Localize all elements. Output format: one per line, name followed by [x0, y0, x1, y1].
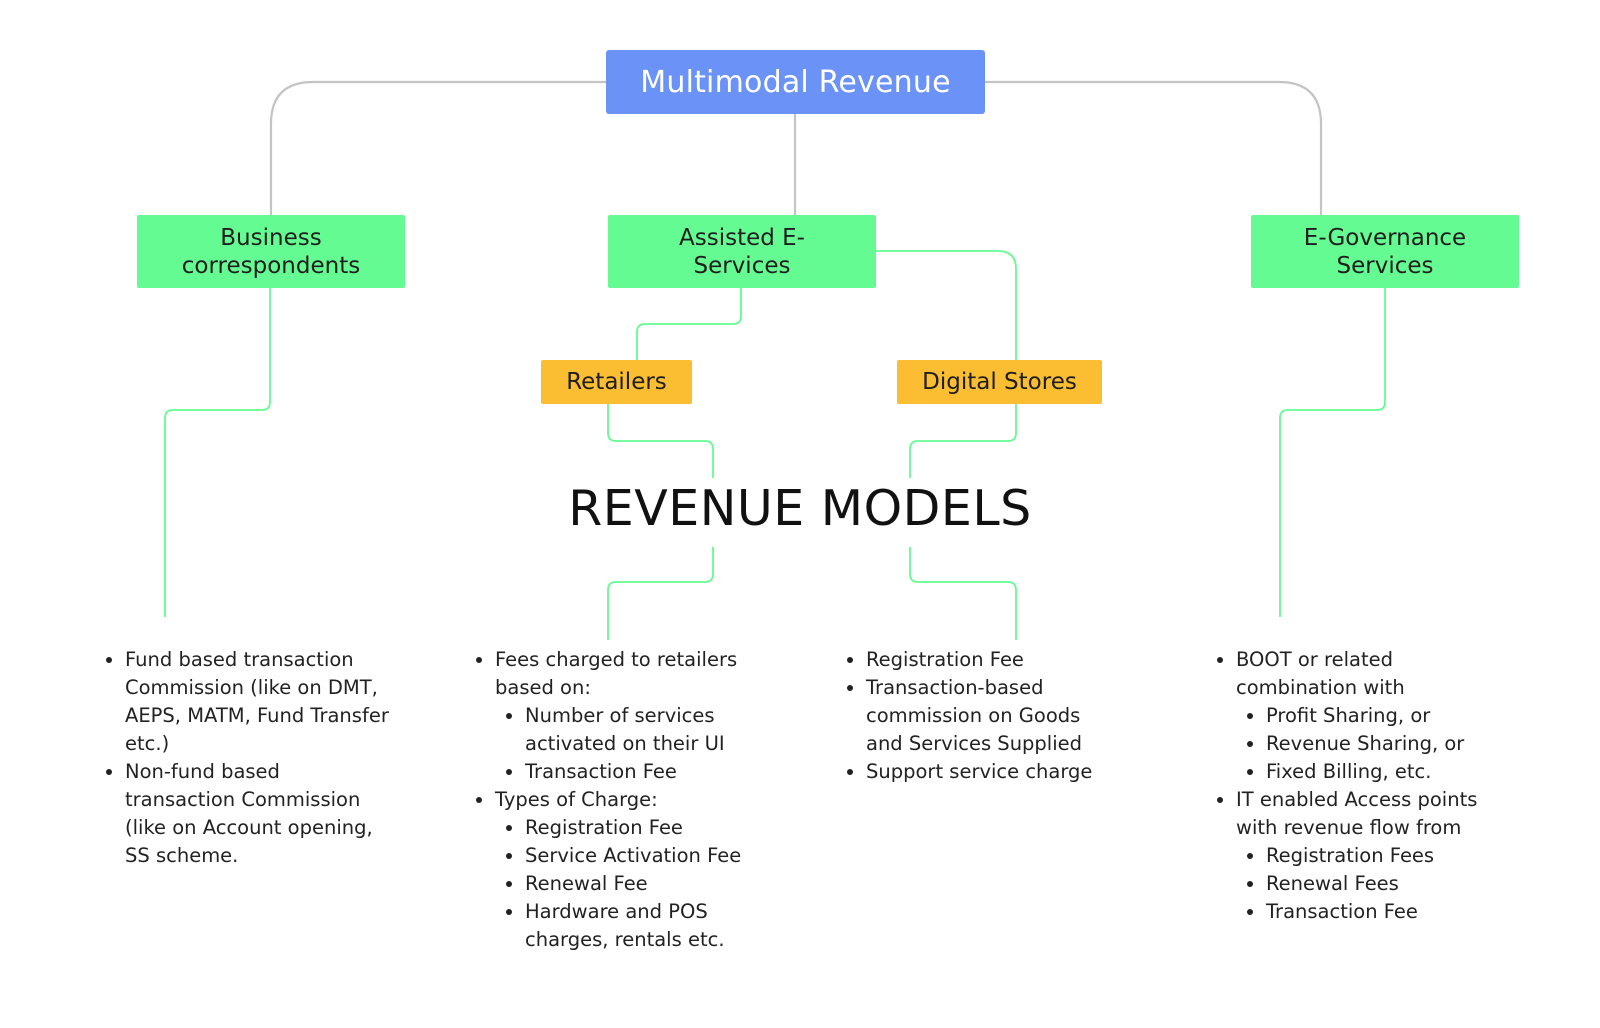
list-business-correspondents: Fund based transaction Commission (like … — [105, 646, 395, 870]
list-subitem: Service Activation Fee — [525, 842, 765, 870]
revenue-models-title: REVENUE MODELS — [568, 480, 1032, 537]
list-subitem: Registration Fee — [525, 814, 765, 842]
root-node-multimodal-revenue: Multimodal Revenue — [606, 50, 985, 114]
list-retailers: Fees charged to retailers based on: Numb… — [475, 646, 765, 954]
connector-assisted-to-digital — [876, 250, 1017, 360]
list-item: IT enabled Access points with revenue fl… — [1236, 786, 1516, 926]
sub-node-label: Retailers — [566, 369, 667, 395]
list-item: Non-fund based transaction Commission (l… — [125, 758, 395, 870]
sub-node-label: Digital Stores — [922, 369, 1077, 395]
list-item: Fees charged to retailers based on: Numb… — [495, 646, 765, 786]
sub-node-digital-stores: Digital Stores — [897, 360, 1102, 404]
list-subitem: Revenue Sharing, or — [1266, 730, 1516, 758]
category-label-line1: E-Governance — [1303, 224, 1467, 251]
list-e-governance: BOOT or related combination with Profit … — [1216, 646, 1516, 926]
list-item-text: BOOT or related combination with — [1236, 648, 1405, 699]
connector-root-to-egov — [985, 80, 1323, 215]
root-node-label: Multimodal Revenue — [640, 64, 951, 100]
list-subitem: Transaction Fee — [1266, 898, 1516, 926]
list-subitem: Renewal Fee — [525, 870, 765, 898]
connector-business-to-list — [164, 288, 271, 617]
list-item-text: Fees charged to retailers based on: — [495, 648, 738, 699]
category-label-line2: Services — [1336, 252, 1434, 279]
sub-node-retailers: Retailers — [541, 360, 692, 404]
list-subitem: Renewal Fees — [1266, 870, 1516, 898]
category-label-line1: Business — [220, 224, 322, 251]
list-digital-stores: Registration Fee Transaction-based commi… — [846, 646, 1116, 786]
connector-retailers-to-center — [607, 404, 714, 478]
list-item: Transaction-based commission on Goods an… — [866, 674, 1116, 758]
list-subitem: Fixed Billing, etc. — [1266, 758, 1516, 786]
list-subitem: Registration Fees — [1266, 842, 1516, 870]
category-node-e-governance-services: E-Governance Services — [1251, 215, 1519, 288]
category-node-business-correspondents: Business correspondents — [137, 215, 405, 288]
list-item: Fund based transaction Commission (like … — [125, 646, 395, 758]
connector-root-to-business — [269, 80, 606, 215]
list-subitem: Profit Sharing, or — [1266, 702, 1516, 730]
connector-center-to-digital-list — [909, 547, 1017, 640]
category-label-line2: correspondents — [181, 252, 361, 279]
list-item: Types of Charge: Registration Fee Servic… — [495, 786, 765, 954]
list-item: Registration Fee — [866, 646, 1116, 674]
connector-center-to-retailers-list — [607, 547, 714, 640]
connector-egov-to-list — [1279, 288, 1386, 617]
list-item: BOOT or related combination with Profit … — [1236, 646, 1516, 786]
list-item-text: Types of Charge: — [495, 788, 658, 811]
list-subitem: Transaction Fee — [525, 758, 765, 786]
category-label-line1: Assisted E- — [679, 224, 805, 251]
list-subitem: Number of services activated on their UI — [525, 702, 765, 758]
list-item-text: IT enabled Access points with revenue fl… — [1236, 788, 1478, 839]
category-label-line2: Services — [693, 252, 791, 279]
list-subitem: Hardware and POS charges, rentals etc. — [525, 898, 765, 954]
list-item: Support service charge — [866, 758, 1116, 786]
connector-assisted-to-retailers — [636, 288, 742, 360]
connector-digital-to-center — [909, 404, 1017, 478]
category-node-assisted-e-services: Assisted E- Services — [608, 215, 876, 288]
